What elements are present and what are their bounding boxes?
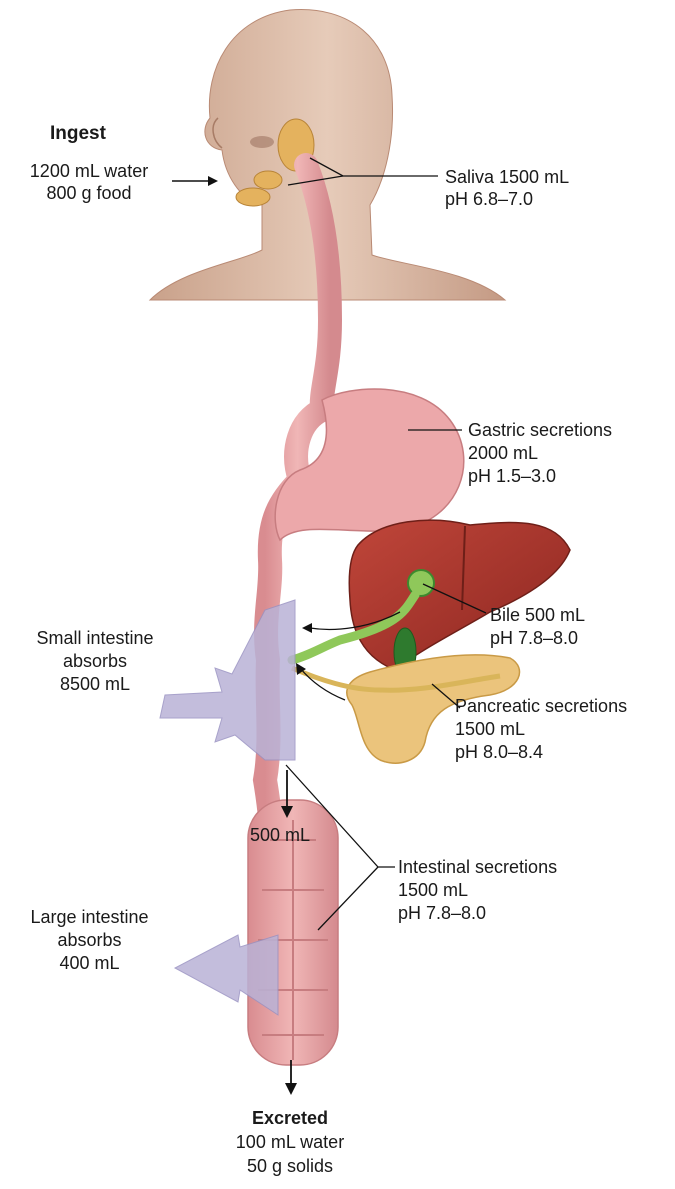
large-intestine-volume: 400 mL [22, 952, 157, 975]
large-intestine-verb: absorbs [22, 929, 157, 952]
large-intestine-title: Large intestine [22, 906, 157, 929]
gastric-title: Gastric secretions [468, 419, 612, 442]
large-intestine-absorb-arrow [175, 935, 278, 1015]
ingest-heading: Ingest [50, 122, 106, 146]
gastric-ph: pH 1.5–3.0 [468, 465, 612, 488]
bile-label: Bile 500 mL pH 7.8–8.0 [490, 604, 585, 650]
intestinal-ph: pH 7.8–8.0 [398, 902, 557, 925]
bile-ph: pH 7.8–8.0 [490, 627, 585, 650]
small-intestine-title: Small intestine [20, 627, 170, 650]
saliva-label: Saliva 1500 mL pH 6.8–7.0 [445, 166, 569, 210]
large-intestine-label: Large intestine absorbs 400 mL [22, 906, 157, 975]
excreted-heading: Excreted [210, 1106, 370, 1130]
ingest-water: 1200 mL water [8, 160, 170, 182]
small-intestine-label: Small intestine absorbs 8500 mL [20, 627, 170, 696]
bile-volume: Bile 500 mL [490, 604, 585, 627]
saliva-ph: pH 6.8–7.0 [445, 188, 569, 210]
pancreatic-volume: 1500 mL [455, 718, 627, 741]
excreted-label: Excreted 100 mL water 50 g solids [210, 1106, 370, 1178]
intestinal-title: Intestinal secretions [398, 856, 557, 879]
intestinal-volume: 1500 mL [398, 879, 557, 902]
small-intestine-verb: absorbs [20, 650, 170, 673]
pancreatic-label: Pancreatic secretions 1500 mL pH 8.0–8.4 [455, 695, 627, 764]
intestinal-label: Intestinal secretions 1500 mL pH 7.8–8.0 [398, 856, 557, 925]
saliva-volume: Saliva 1500 mL [445, 166, 569, 188]
colon-entry-volume: 500 mL [250, 824, 310, 846]
gastric-volume: 2000 mL [468, 442, 612, 465]
pancreatic-title: Pancreatic secretions [455, 695, 627, 718]
excreted-solids: 50 g solids [210, 1154, 370, 1178]
gastric-label: Gastric secretions 2000 mL pH 1.5–3.0 [468, 419, 612, 488]
ingest-food: 800 g food [8, 182, 170, 204]
ingest-arrow [172, 176, 218, 186]
ingest-amounts: 1200 mL water 800 g food [8, 160, 170, 204]
small-intestine-volume: 8500 mL [20, 673, 170, 696]
excreted-water: 100 mL water [210, 1130, 370, 1154]
small-intestine-absorb-arrow [160, 600, 295, 760]
pancreatic-ph: pH 8.0–8.4 [455, 741, 627, 764]
